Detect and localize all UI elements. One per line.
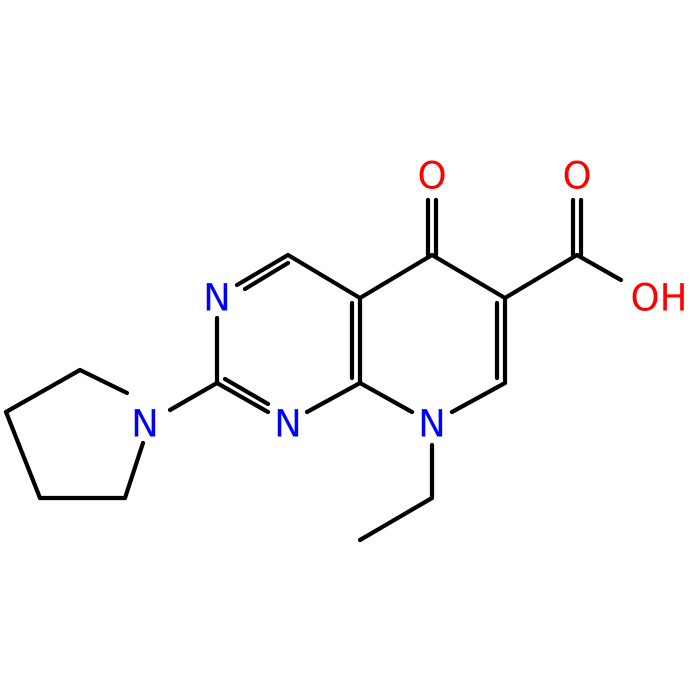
bond [357,252,435,301]
atom-oh-acid: OH [631,277,688,320]
atom-n-pyrimidine-bottom: N [274,403,302,446]
bond [234,252,291,288]
atom-n-pyrimidine-top: N [203,277,231,320]
atom-n-pyrrolidine: N [131,403,159,446]
bond [122,440,146,501]
bond [449,380,508,415]
bond [222,376,271,407]
bond [3,409,43,501]
atom-labels: N N N N O O OH [131,155,687,446]
atom-o-ketone: O [417,155,446,198]
atom-n-ring-ethyl: N [418,403,446,446]
bond [429,252,508,301]
bond [357,380,415,415]
bond [242,260,291,292]
bond [214,380,271,415]
bond [574,252,624,283]
bond [304,380,363,415]
bond [357,495,435,543]
bond [285,252,363,301]
bond [502,252,580,301]
atom-o-carbonyl: O [562,155,591,198]
bonds [3,197,624,543]
bond [3,367,83,415]
bond [167,380,220,413]
bond [77,367,130,396]
